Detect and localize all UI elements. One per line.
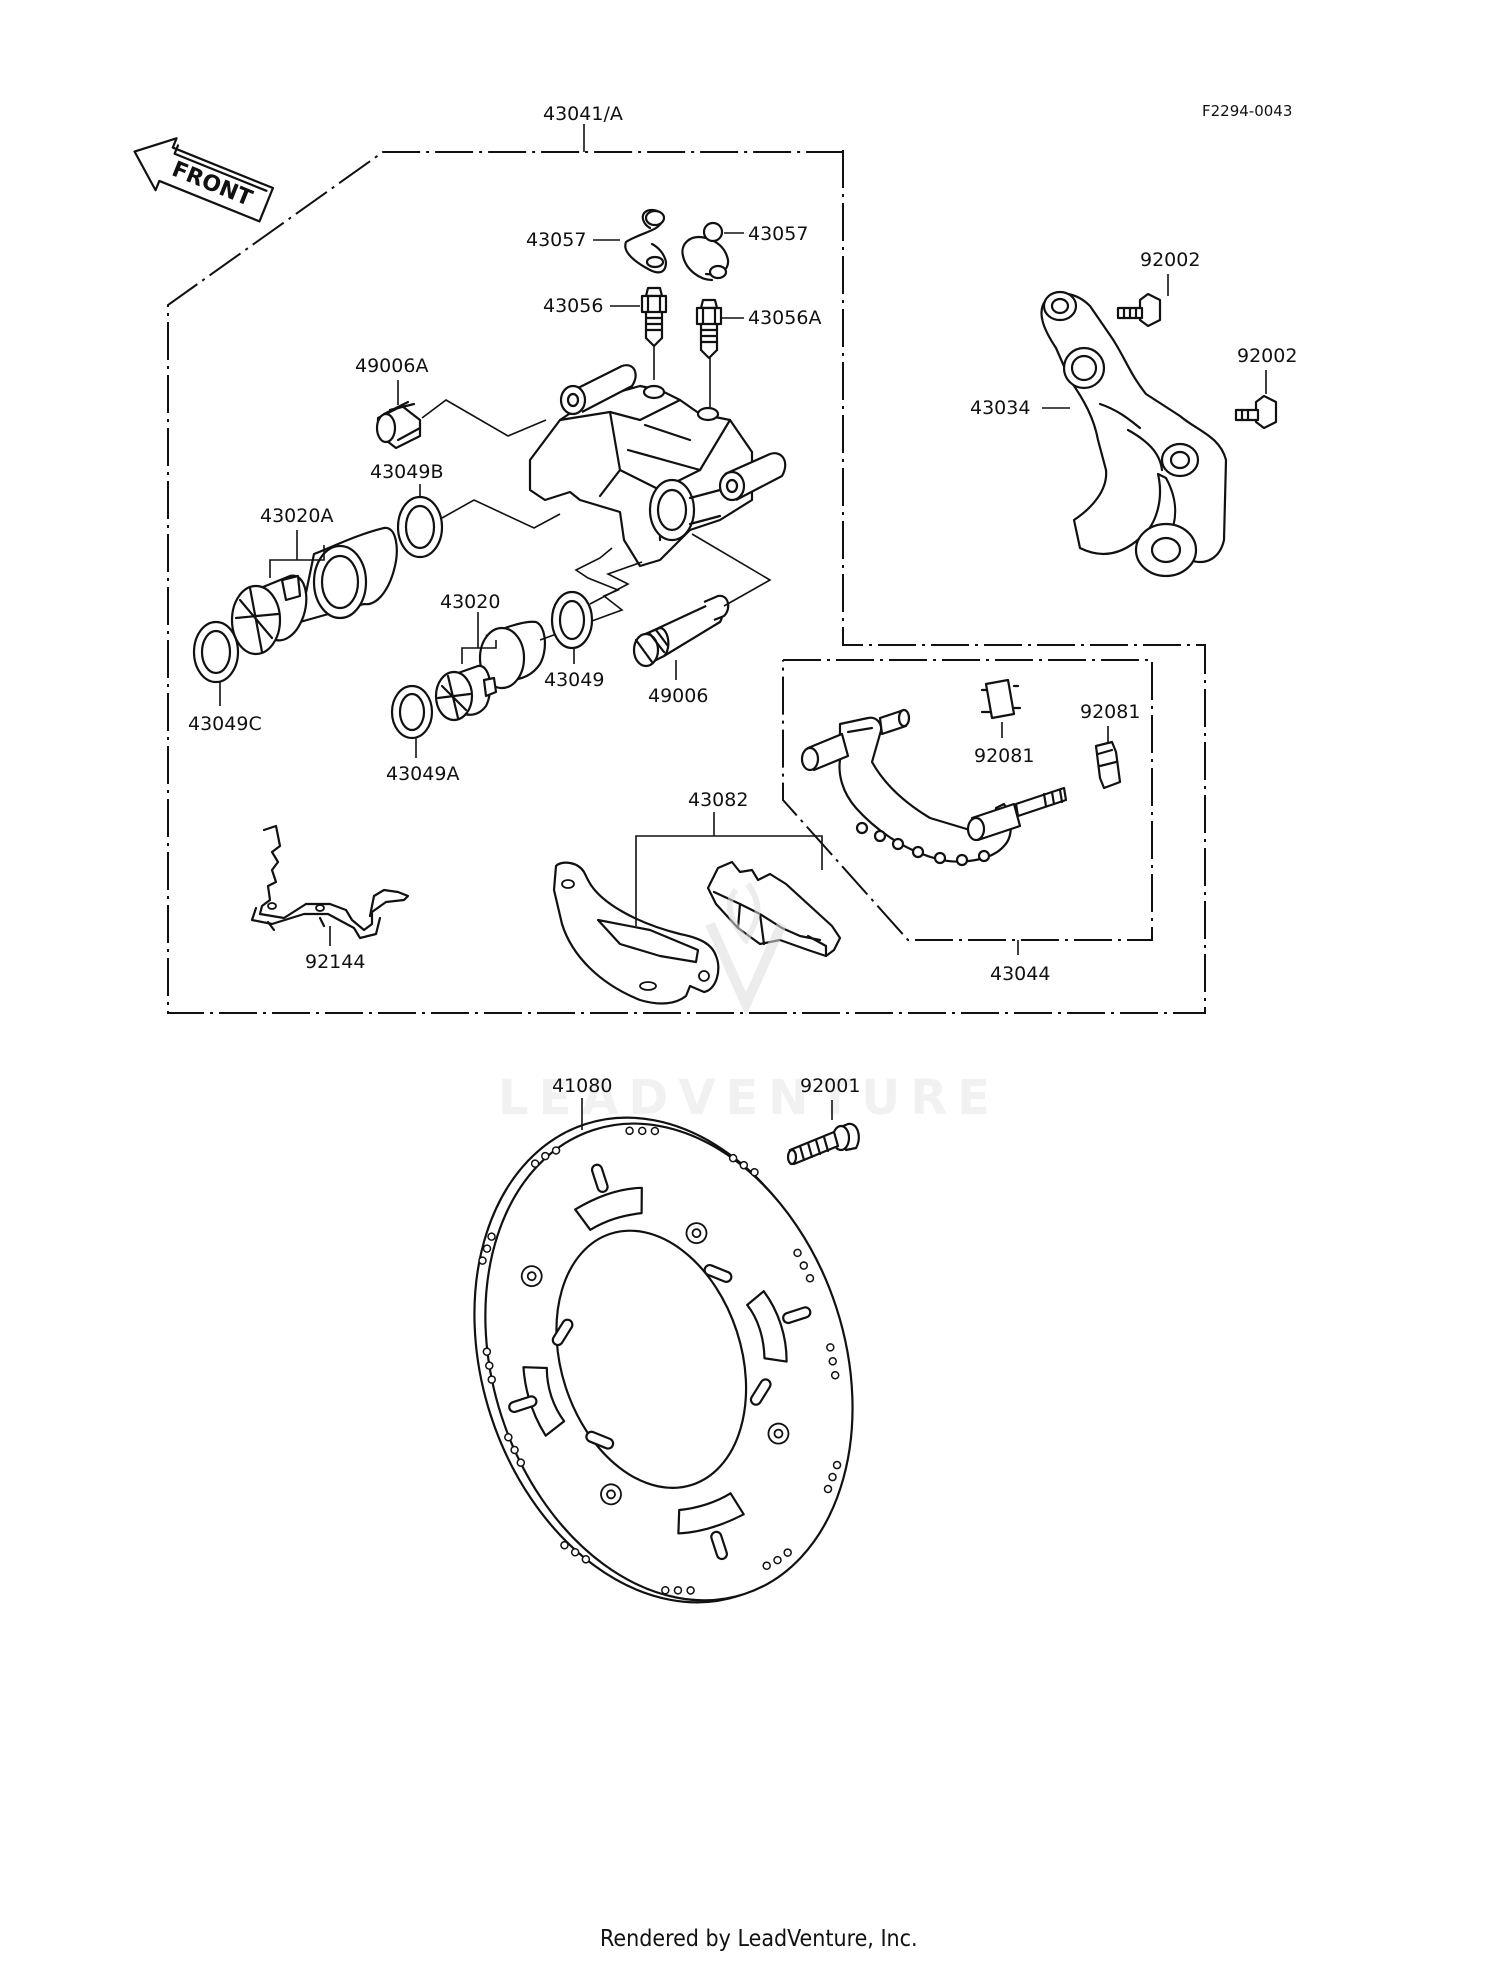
- front-arrow-icon: FRONT: [133, 137, 275, 223]
- bleeder-cap-right: [681, 221, 730, 282]
- label-holder-assembly: 43044: [990, 963, 1050, 985]
- pad-spring-top: [980, 678, 1022, 720]
- label-assembly: 43041/A: [543, 103, 623, 125]
- caliper-holder: [800, 708, 1068, 867]
- disc-drill-holes: [478, 1126, 842, 1595]
- label-bracket-bolt-top: 92002: [1140, 249, 1200, 271]
- watermark-text: LEADVENTURE: [498, 1070, 1000, 1126]
- label-brake-pads: 43082: [688, 789, 748, 811]
- holder-assembly-box: [782, 659, 1153, 955]
- bleeder-valve-a: [695, 298, 723, 360]
- caliper-body: [528, 364, 787, 568]
- label-seal: 43049: [544, 669, 604, 691]
- seal-a: [390, 684, 434, 740]
- label-pad-spring-top: 92081: [974, 745, 1034, 767]
- disc-bolt: [786, 1122, 860, 1166]
- label-boot-a: 49006A: [355, 355, 428, 377]
- footer-credit: Rendered by LeadVenture, Inc.: [600, 1926, 918, 1952]
- caliper-bracket: [1040, 290, 1228, 578]
- label-bleeder-valve: 43056: [543, 295, 603, 317]
- label-seal-c: 43049C: [188, 713, 262, 735]
- bleeder-valve: [640, 286, 668, 348]
- seal: [550, 590, 594, 650]
- brake-disc: [473, 1116, 854, 1604]
- piston-a: [230, 526, 398, 656]
- caliper-assembly-box: [167, 124, 1206, 1014]
- brake-pads: [552, 860, 842, 1005]
- seal-b: [396, 495, 444, 559]
- label-seal-b: 43049B: [370, 461, 443, 483]
- label-bleeder-cap-right: 43057: [748, 223, 808, 245]
- label-pad-spring-right: 92081: [1080, 701, 1140, 723]
- pad-spring-right: [1094, 740, 1122, 790]
- label-piston-a: 43020A: [260, 505, 333, 527]
- pad-spring-clip: [250, 824, 410, 940]
- label-seal-a: 43049A: [386, 763, 459, 785]
- seal-c: [192, 620, 240, 684]
- label-bleeder-valve-a: 43056A: [748, 307, 821, 329]
- bracket-bolt-right: [1234, 394, 1278, 430]
- label-pad-spring-clip: 92144: [305, 951, 365, 973]
- leadventure-watermark: LEADVENTURE: [498, 882, 1000, 1126]
- label-brake-disc: 41080: [552, 1075, 612, 1097]
- figure-code: F2294-0043: [1202, 102, 1292, 120]
- boot-a: [375, 400, 422, 450]
- boot: [632, 594, 730, 668]
- label-disc-bolt: 92001: [800, 1075, 860, 1097]
- piston: [434, 620, 546, 722]
- bleeder-cap-left: [624, 208, 668, 274]
- label-bleeder-cap-left: 43057: [526, 229, 586, 251]
- label-caliper-bracket: 43034: [970, 397, 1030, 419]
- bracket-bolt-top: [1116, 292, 1162, 328]
- label-piston: 43020: [440, 591, 500, 613]
- label-boot: 49006: [648, 685, 708, 707]
- label-bracket-bolt-right: 92002: [1237, 345, 1297, 367]
